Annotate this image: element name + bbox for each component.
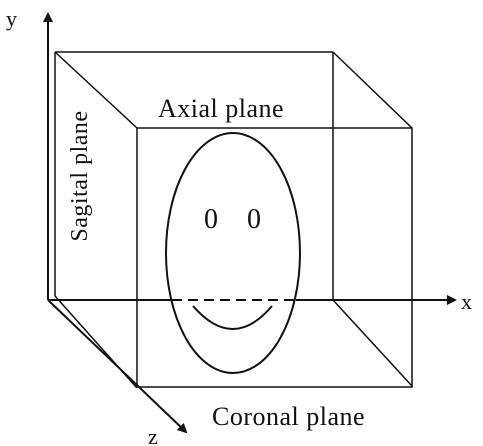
cube-top-left-depth-edge bbox=[54, 51, 138, 129]
cube-bottom-left-depth-edge bbox=[54, 295, 138, 389]
sagital-plane-label: Sagital plane bbox=[67, 110, 93, 242]
cube-bottom-right-depth-edge bbox=[332, 299, 413, 387]
cube-top-right-depth-edge bbox=[332, 51, 413, 129]
face-outline bbox=[165, 132, 301, 374]
face-eye-right: 0 bbox=[247, 204, 261, 235]
axial-plane-label: Axial plane bbox=[158, 94, 285, 123]
x-axis-label: x bbox=[461, 289, 472, 314]
coronal-face bbox=[136, 127, 413, 388]
face-eye-left: 0 bbox=[204, 204, 218, 235]
z-axis-label: z bbox=[148, 424, 158, 446]
coronal-plane-label: Coronal plane bbox=[212, 402, 366, 431]
y-axis-label: y bbox=[6, 6, 17, 31]
face-smile bbox=[192, 305, 273, 330]
